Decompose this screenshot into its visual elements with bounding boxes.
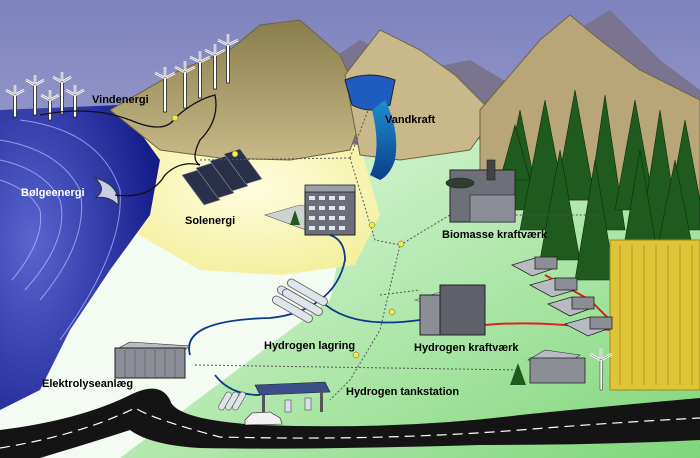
junction-dot bbox=[397, 240, 405, 248]
junction-dot bbox=[171, 114, 179, 122]
power-line-main bbox=[329, 157, 401, 401]
car-icon bbox=[244, 411, 283, 426]
wave-cable bbox=[114, 163, 201, 197]
label-biomasse-kraftvaerk: Biomasse kraftværk bbox=[442, 229, 548, 241]
solar-area bbox=[120, 130, 380, 275]
biomass-power-plant bbox=[445, 159, 516, 223]
wind-turbines-hill bbox=[154, 34, 239, 113]
label-solenergi: Solenergi bbox=[185, 215, 235, 227]
wind-turbines-sea bbox=[5, 72, 85, 121]
hydrogen-pipeline bbox=[214, 374, 261, 396]
label-hydrogen-tankstation: Hydrogen tankstation bbox=[346, 386, 459, 398]
electrolysis-plant bbox=[113, 341, 191, 379]
label-bolgeenergi: Bølgeenergi bbox=[21, 187, 85, 199]
wave-energy-device-icon bbox=[94, 177, 119, 207]
label-hydrogen-kraftvaerk: Hydrogen kraftværk bbox=[414, 342, 519, 354]
reservoir bbox=[344, 74, 396, 111]
power-line-top bbox=[199, 104, 371, 161]
houses bbox=[510, 256, 613, 337]
solar-panels bbox=[181, 148, 263, 206]
sea bbox=[0, 105, 160, 410]
junction-dot bbox=[352, 351, 360, 359]
road-center-line bbox=[0, 407, 700, 449]
wind-cable bbox=[39, 94, 217, 166]
biomass-crop-field bbox=[609, 239, 700, 391]
junction-dot bbox=[388, 308, 396, 316]
hydrogen-pipeline bbox=[319, 299, 421, 324]
office-building bbox=[264, 184, 356, 236]
junction-dot bbox=[231, 150, 239, 158]
hydrogen-power-plant bbox=[413, 284, 487, 336]
hydro-waterfall bbox=[370, 100, 397, 180]
label-vandkraft: Vandkraft bbox=[385, 114, 435, 126]
label-vindenergi: Vindenergi bbox=[92, 94, 149, 106]
hydrogen-storage-tanks bbox=[272, 278, 328, 323]
label-hydrogen-lagring: Hydrogen lagring bbox=[264, 340, 355, 352]
road bbox=[0, 388, 700, 458]
power-line-hydrogen-plant bbox=[379, 289, 421, 296]
wave-lines bbox=[0, 119, 121, 341]
hydrogen-tank-station bbox=[218, 381, 331, 426]
crop-stripes bbox=[619, 245, 693, 385]
label-elektrolyseanlaeg: Elektrolyseanlæg bbox=[42, 378, 133, 390]
junction-dot bbox=[368, 221, 376, 229]
farmhouse bbox=[510, 348, 613, 391]
